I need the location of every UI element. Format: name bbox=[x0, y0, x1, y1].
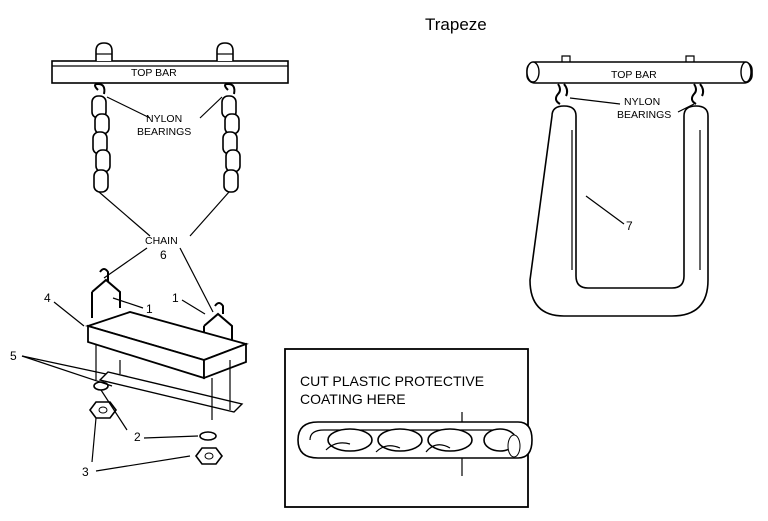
coating-detail-box bbox=[284, 348, 533, 508]
nylon-leader-left-a bbox=[106, 96, 151, 119]
top-bar-label-left: TOP BAR bbox=[131, 67, 177, 79]
left-chain-left-strand bbox=[91, 82, 111, 193]
bearings-label-right: BEARINGS bbox=[617, 109, 671, 121]
detail-line-1: CUT PLASTIC PROTECTIVE bbox=[300, 373, 484, 389]
left-chain-right-strand bbox=[221, 82, 241, 193]
nylon-label-left: NYLON bbox=[146, 113, 182, 125]
right-hangers bbox=[554, 83, 705, 105]
top-bar-label-right: TOP BAR bbox=[611, 69, 657, 81]
callout-5: 5 bbox=[10, 349, 17, 363]
callout-4: 4 bbox=[44, 291, 51, 305]
left-top-bar bbox=[51, 42, 289, 84]
nylon-label-right: NYLON bbox=[624, 96, 660, 108]
diagram-title: Trapeze bbox=[425, 15, 487, 34]
under-strap bbox=[98, 371, 244, 413]
nylon-leader-left-b bbox=[199, 96, 223, 119]
nut-right bbox=[195, 447, 223, 465]
washer-left bbox=[93, 381, 109, 391]
trapeze-u-bar bbox=[529, 105, 709, 317]
right-top-bar bbox=[526, 55, 753, 84]
callout-1-left: 1 bbox=[146, 302, 153, 316]
chain-label: CHAIN bbox=[145, 235, 178, 247]
seat-board bbox=[84, 311, 249, 380]
callout-2: 2 bbox=[134, 430, 141, 444]
bearings-label-left: BEARINGS bbox=[137, 126, 191, 138]
nut-left bbox=[89, 401, 117, 419]
detail-line-2: COATING HERE bbox=[300, 391, 406, 407]
washer-right bbox=[199, 431, 217, 441]
chain-number: 6 bbox=[160, 248, 167, 262]
callout-3: 3 bbox=[82, 465, 89, 479]
callout-7: 7 bbox=[626, 219, 633, 233]
callout-1-right: 1 bbox=[172, 291, 179, 305]
